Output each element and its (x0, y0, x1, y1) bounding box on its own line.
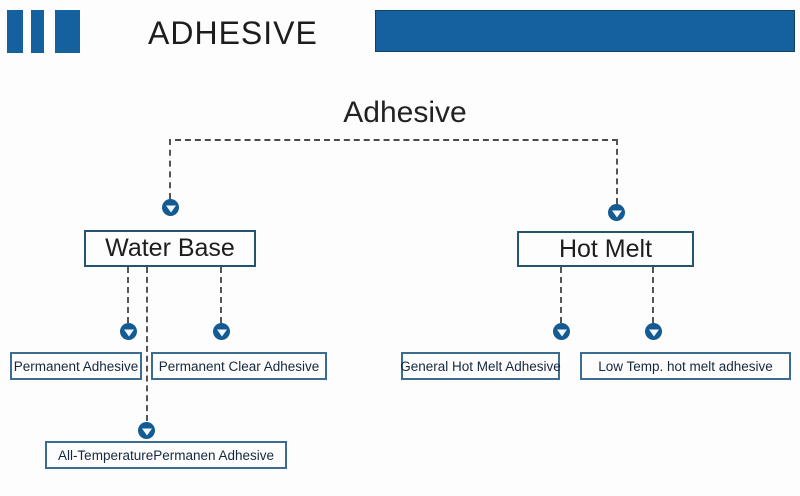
node-hot-melt: Hot Melt (517, 231, 694, 267)
connector-line (146, 267, 148, 421)
node-label: General Hot Melt Adhesive (400, 358, 561, 374)
node-label: All-TemperaturePermanen Adhesive (57, 447, 275, 463)
arrow-down-icon (213, 323, 230, 340)
decor-bar-icon (31, 10, 44, 53)
node-label: Water Base (105, 234, 235, 262)
connector-line (616, 139, 618, 204)
connector-line (127, 267, 129, 323)
connector-line (560, 267, 562, 323)
connector-line (175, 139, 618, 141)
node-all-temperature-permanent-adhesive: All-TemperaturePermanen Adhesive (45, 441, 287, 469)
arrow-down-icon (608, 204, 625, 221)
arrow-down-icon (645, 323, 662, 340)
decor-bar-icon (55, 10, 80, 53)
connector-line (169, 139, 171, 199)
node-general-hot-melt-adhesive: General Hot Melt Adhesive (400, 352, 561, 380)
arrow-down-icon (553, 323, 570, 340)
node-water-base: Water Base (84, 230, 256, 267)
node-low-temp-hot-melt-adhesive: Low Temp. hot melt adhesive (580, 352, 791, 380)
connector-line (220, 267, 222, 323)
node-permanent-clear-adhesive: Permanent Clear Adhesive (151, 352, 327, 380)
connector-line (652, 267, 654, 323)
node-label: Low Temp. hot melt adhesive (598, 358, 773, 374)
arrow-down-icon (162, 199, 179, 216)
arrow-down-icon (120, 323, 137, 340)
tree-root-label: Adhesive (343, 96, 467, 129)
node-permanent-adhesive: Permanent Adhesive (10, 352, 142, 380)
node-label: Permanent Clear Adhesive (158, 358, 320, 374)
decor-bar-icon (7, 10, 23, 53)
page-title: ADHESIVE (148, 15, 318, 51)
node-label: Hot Melt (558, 234, 653, 263)
arrow-down-icon (138, 422, 155, 439)
header-accent-band (375, 10, 795, 52)
node-label: Permanent Adhesive (13, 358, 139, 374)
